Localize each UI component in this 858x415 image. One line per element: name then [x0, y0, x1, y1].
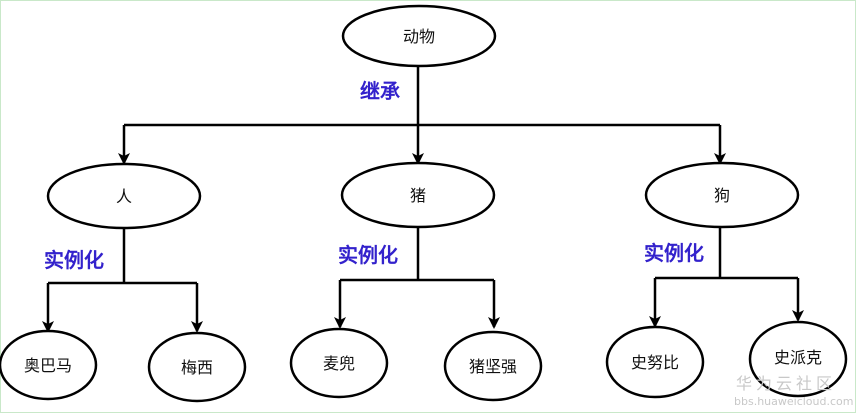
node-maidou: 麦兜 — [289, 327, 389, 399]
node-obama-label: 奥巴马 — [24, 356, 72, 375]
edge-label-inherit: 继承 — [360, 79, 400, 103]
instantiate-connector-pig — [334, 228, 500, 329]
node-pig: 猪 — [340, 161, 496, 229]
edge-label-instantiate-dog: 实例化 — [644, 241, 704, 265]
node-person: 人 — [46, 162, 202, 230]
node-shinubi-label: 史努比 — [631, 353, 679, 372]
node-zhujianqiang-label: 猪坚强 — [469, 357, 517, 376]
instantiate-connector-dog — [649, 228, 804, 328]
node-dog: 狗 — [644, 161, 800, 229]
edge-label-instantiate-pig: 实例化 — [338, 243, 398, 267]
node-root: 动物 — [341, 4, 497, 68]
node-zhujianqiang: 猪坚强 — [443, 330, 543, 402]
node-root-label: 动物 — [403, 27, 435, 46]
node-maidou-label: 麦兜 — [323, 354, 355, 373]
node-shipaike: 史派克 — [748, 320, 848, 398]
node-obama: 奥巴马 — [0, 329, 98, 401]
node-person-label: 人 — [116, 187, 132, 206]
node-meixi: 梅西 — [147, 331, 247, 403]
node-pig-label: 猪 — [410, 186, 426, 205]
watermark-brand: 华为云社区 — [736, 374, 836, 393]
node-shinubi: 史努比 — [605, 325, 705, 399]
inherit-connector — [118, 66, 726, 165]
instantiate-connector-person — [42, 228, 203, 333]
node-shipaike-label: 史派克 — [774, 348, 822, 367]
edge-label-instantiate-person: 实例化 — [44, 248, 104, 272]
node-meixi-label: 梅西 — [181, 358, 213, 377]
watermark-url: bbs.huaweicloud.com — [734, 395, 853, 408]
node-dog-label: 狗 — [714, 186, 730, 205]
